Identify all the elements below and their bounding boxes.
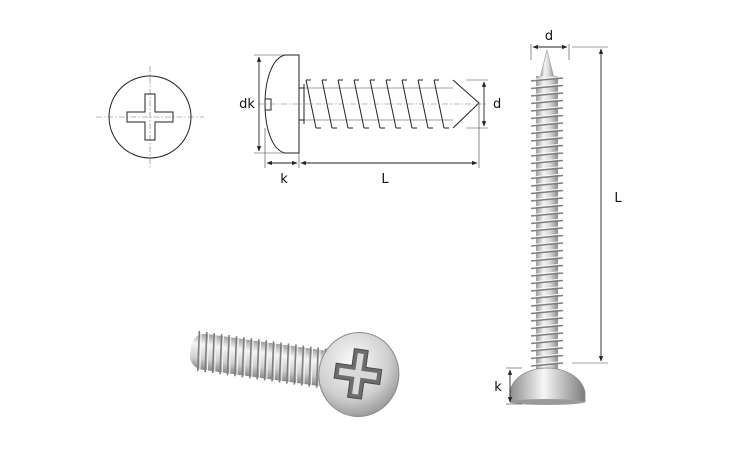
side-view-head	[264, 54, 300, 154]
horizontal-thread-ridge	[234, 336, 238, 377]
top-view-head-circle	[108, 75, 192, 159]
k-label: k	[280, 172, 288, 187]
photo-k-label: k	[494, 380, 502, 395]
vertical-thread-ridge	[530, 92, 564, 97]
vertical-thread-ridge	[530, 249, 564, 255]
vertical-thread-ridge	[530, 257, 564, 262]
vertical-thread-ridge	[530, 227, 564, 232]
L-label: L	[381, 172, 389, 187]
vertical-thread-ridge	[530, 174, 564, 180]
vertical-thread-ridge	[530, 242, 564, 247]
vertical-thread-ridge	[530, 107, 564, 112]
vertical-thread-ridge	[530, 137, 564, 142]
photo-L-label: L	[614, 191, 622, 206]
horizontal-thread-ridge	[256, 339, 260, 380]
vertical-thread-ridge	[530, 159, 564, 165]
vertical-thread-ridge	[530, 279, 564, 285]
vertical-thread-ridge	[530, 152, 564, 157]
dk-label: dk	[239, 97, 255, 112]
horizontal-thread-ridge	[300, 345, 305, 386]
horizontal-thread-ridge	[204, 331, 208, 373]
horizontal-thread-ridge	[278, 342, 282, 383]
horizontal-thread-ridge	[263, 340, 268, 381]
horizontal-thread-ridge	[315, 347, 319, 388]
vertical-thread-ridge	[530, 264, 564, 270]
horizontal-thread-ridge	[271, 341, 275, 382]
vertical-screw-head	[509, 367, 586, 403]
horizontal-thread-ridge	[248, 338, 253, 379]
vertical-thread-ridge	[530, 122, 564, 127]
side-view-tip	[452, 79, 480, 129]
vertical-thread-ridge	[530, 212, 564, 217]
horizontal-thread-ridge	[219, 333, 223, 375]
vertical-thread-ridge	[530, 144, 564, 150]
vertical-thread-ridge	[530, 84, 564, 90]
horizontal-thread-ridge	[286, 343, 290, 384]
screw-photo-vertical: d L k	[494, 29, 622, 405]
vertical-screw-tip	[539, 49, 555, 79]
horizontal-thread-ridge	[241, 337, 245, 378]
horizontal-thread-ridge	[308, 346, 312, 387]
vertical-thread-ridge	[530, 294, 564, 300]
horizontal-thread-ridge	[196, 330, 201, 372]
vertical-thread-ridge	[530, 354, 564, 360]
vertical-thread-ridge	[530, 182, 564, 187]
vertical-thread-ridge	[530, 317, 564, 322]
phillips-cross-icon	[126, 93, 174, 141]
top-view	[96, 66, 204, 168]
vertical-thread-ridge	[530, 234, 564, 240]
d-label: d	[493, 97, 501, 112]
vertical-thread-ridge	[530, 287, 564, 292]
vertical-thread-ridge	[530, 114, 564, 120]
vertical-thread-ridge	[530, 189, 564, 195]
side-view: dk d k L	[239, 54, 501, 187]
horizontal-thread-ridge	[211, 332, 216, 374]
vertical-thread-ridge	[530, 219, 564, 225]
vertical-thread-ridge	[530, 197, 564, 202]
vertical-screw-head-base	[509, 399, 585, 405]
vertical-thread-ridge	[530, 332, 564, 337]
horizontal-thread-ridge	[226, 335, 230, 376]
vertical-thread-ridge	[530, 302, 564, 307]
vertical-thread-ridge	[530, 129, 564, 135]
vertical-thread-ridge	[530, 324, 564, 330]
vertical-thread-ridge	[530, 309, 564, 315]
vertical-thread-ridge	[530, 99, 564, 105]
horizontal-screw-recess-highlight	[338, 353, 378, 395]
vertical-thread-ridge	[530, 204, 564, 210]
vertical-thread-ridge	[530, 167, 564, 172]
horizontal-thread-ridge	[293, 344, 297, 385]
vertical-thread-ridge	[530, 347, 564, 352]
screw-photo-horizontal	[189, 330, 400, 417]
vertical-thread-ridge	[530, 77, 564, 82]
vertical-thread-ridge	[530, 362, 564, 367]
vertical-thread-ridge	[530, 272, 564, 277]
photo-d-label: d	[545, 29, 553, 44]
vertical-thread-ridge	[530, 339, 564, 345]
vertical-screw-thread	[530, 76, 564, 367]
side-view-head-slot	[265, 98, 272, 111]
